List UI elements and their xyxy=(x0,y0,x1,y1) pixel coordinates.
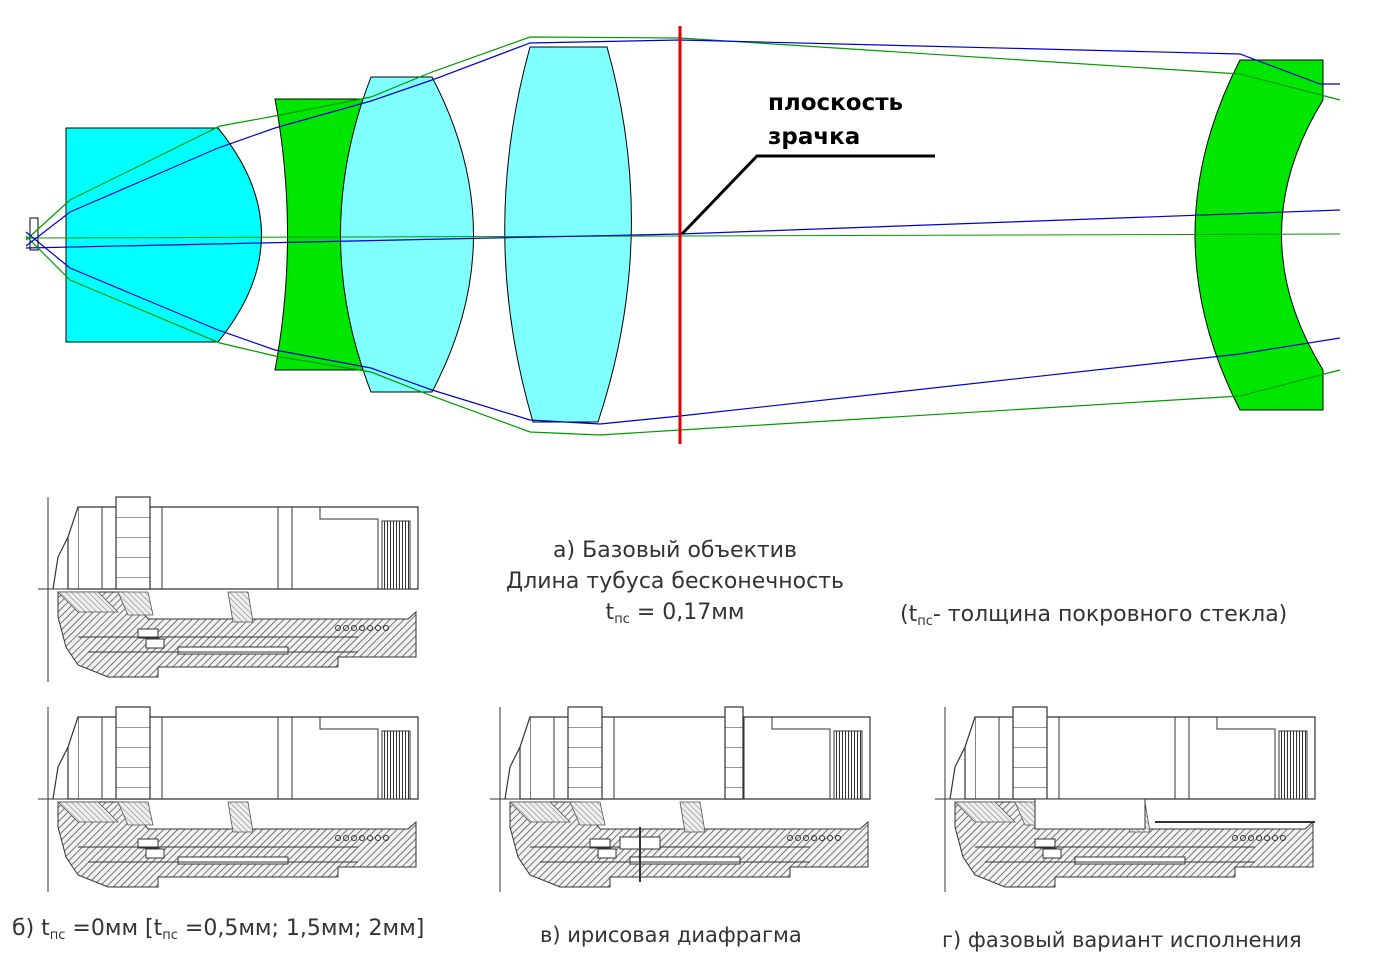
caption-a-line2: Длина тубуса бесконечность xyxy=(506,569,844,594)
lens-biconvex-2 xyxy=(504,46,632,423)
objective-drawing-a xyxy=(37,496,419,683)
optical-layout xyxy=(25,26,1341,444)
pupil-leader-line xyxy=(680,154,935,236)
caption-a-t-rest: = 0,17мм xyxy=(629,600,745,625)
pupil-label-line1: плоскость xyxy=(768,90,904,116)
caption-note: (tпс- толщина покровного стекла) xyxy=(900,599,1287,637)
pupil-plane-label: плоскость зрачка xyxy=(768,86,903,154)
caption-g: г) фазовый вариант исполнения xyxy=(942,928,1302,952)
lens-front-plano-convex xyxy=(65,127,262,343)
caption-b-sub2: пс xyxy=(162,928,178,943)
caption-a-line3: tпс = 0,17мм xyxy=(470,597,880,635)
caption-a-t: t xyxy=(605,600,615,625)
caption-v: в) ирисовая диафрагма xyxy=(540,923,802,947)
caption-note-open: (t xyxy=(900,602,918,627)
objective-drawing-g xyxy=(934,706,1316,893)
caption-b-sub1: пс xyxy=(49,928,66,943)
caption-b-prefix: б) t xyxy=(12,916,50,941)
lens-meniscus-green-right xyxy=(1194,59,1324,411)
caption-a-t-sub: пс xyxy=(614,612,630,627)
chief-ray-blue-out xyxy=(679,209,1341,235)
caption-b: б) tпс =0мм [tпс =0,5мм; 1,5мм; 2мм] xyxy=(12,913,424,951)
caption-note-rest: - толщина покровного стекла) xyxy=(932,602,1288,627)
pupil-label-line2: зрачка xyxy=(768,124,861,150)
ray-green-lower xyxy=(25,235,1341,436)
caption-b-rest: =0,5мм; 1,5мм; 2мм] xyxy=(177,916,425,941)
objective-drawing-b xyxy=(37,706,419,893)
lens-biconvex-1 xyxy=(340,76,474,393)
caption-a-line1: а) Базовый объектив xyxy=(553,538,797,563)
ray-blue-upper xyxy=(25,39,1340,247)
caption-b-mid: =0мм [t xyxy=(65,916,163,941)
ray-green-upper xyxy=(25,36,1341,241)
object-slide xyxy=(29,217,39,251)
caption-note-sub: пс xyxy=(917,614,933,629)
objective-drawing-v xyxy=(489,706,871,893)
optical-axis xyxy=(25,233,1341,239)
chief-ray-blue xyxy=(25,233,681,249)
ray-blue-lower xyxy=(25,231,1341,425)
caption-a: а) Базовый объектив Длина тубуса бесконе… xyxy=(470,535,880,635)
